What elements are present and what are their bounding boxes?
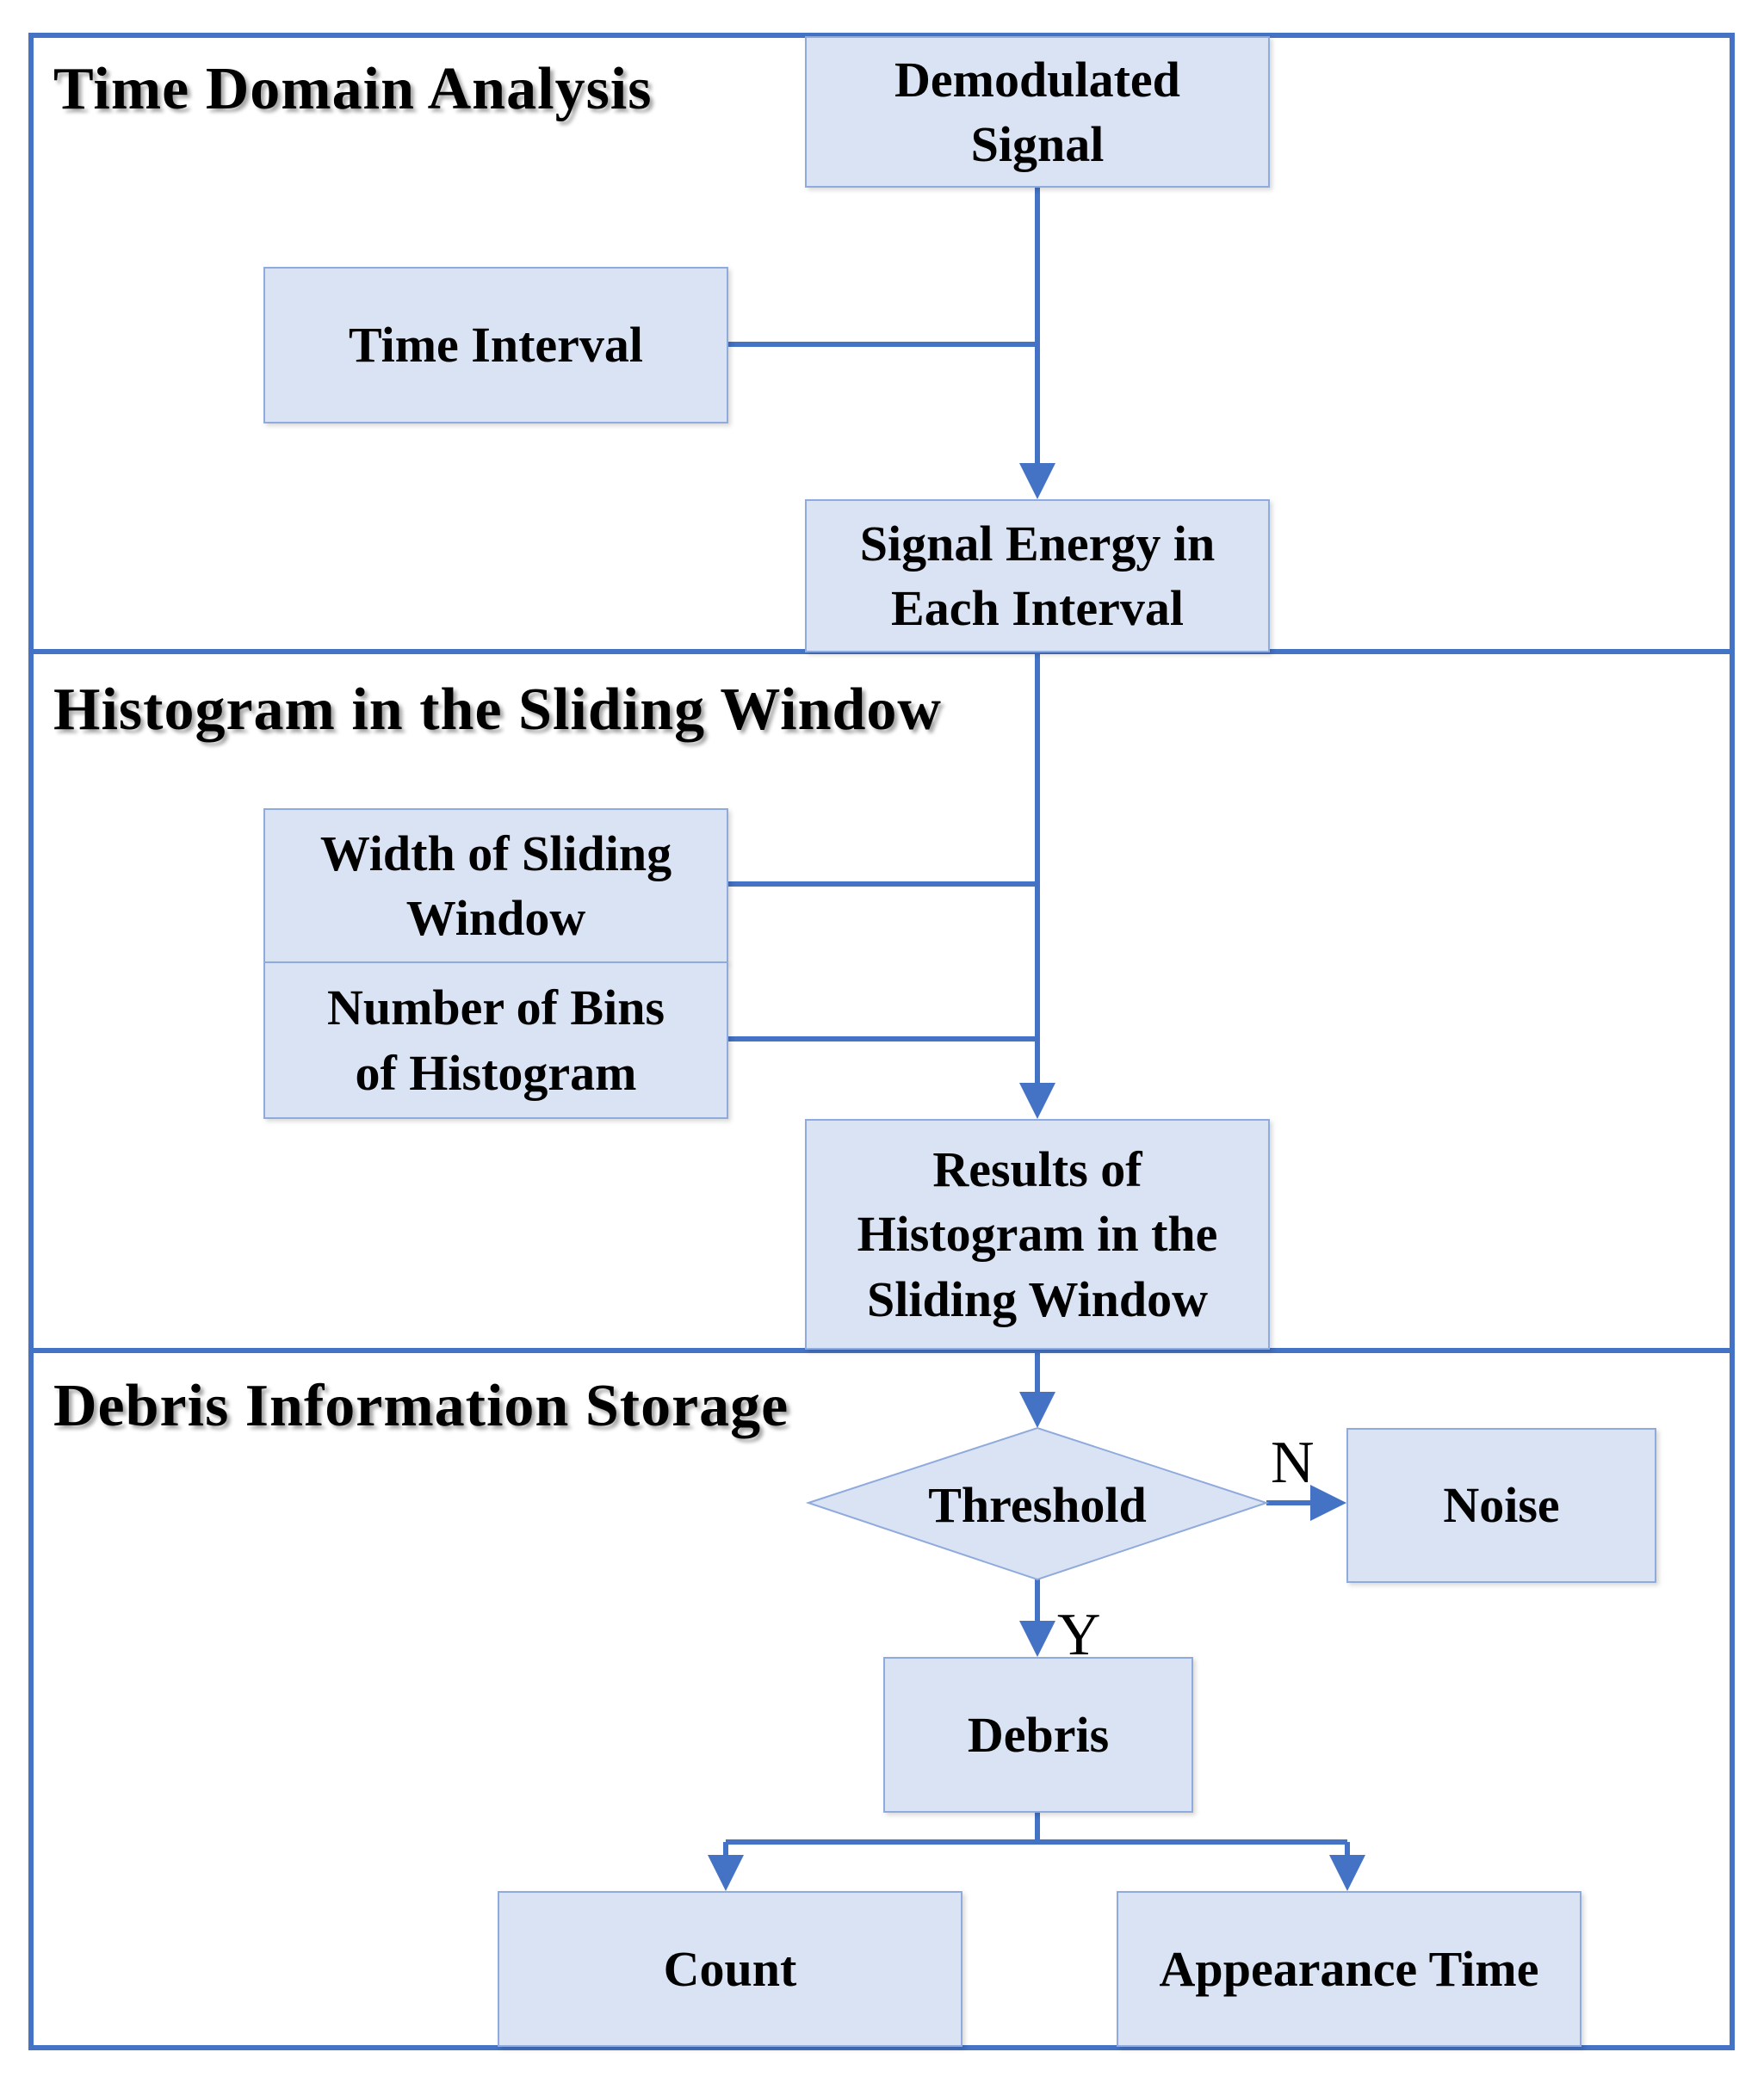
node-bins-number: Number of Bins of Histogram bbox=[263, 961, 728, 1119]
section-title-storage: Debris Information Storage bbox=[53, 1373, 789, 1439]
node-demodulated-signal: Demodulated Signal bbox=[805, 36, 1270, 188]
branch-label-no: N bbox=[1271, 1430, 1315, 1496]
node-time-interval: Time Interval bbox=[263, 267, 728, 423]
threshold-diamond bbox=[805, 1426, 1270, 1581]
node-noise: Noise bbox=[1346, 1428, 1656, 1583]
section-title-time-domain: Time Domain Analysis bbox=[53, 56, 653, 122]
section-storage-frame bbox=[28, 1348, 1735, 2050]
node-appearance-time: Appearance Time bbox=[1117, 1891, 1581, 2047]
node-signal-energy: Signal Energy in Each Interval bbox=[805, 499, 1270, 652]
node-histogram-results: Results of Histogram in the Sliding Wind… bbox=[805, 1119, 1270, 1350]
threshold-label: Threshold bbox=[928, 1477, 1147, 1533]
section-title-histogram: Histogram in the Sliding Window bbox=[53, 677, 942, 743]
node-count: Count bbox=[498, 1891, 962, 2047]
node-window-width: Width of Sliding Window bbox=[263, 808, 728, 963]
node-debris: Debris bbox=[883, 1657, 1193, 1813]
branch-label-yes: Y bbox=[1057, 1602, 1101, 1668]
